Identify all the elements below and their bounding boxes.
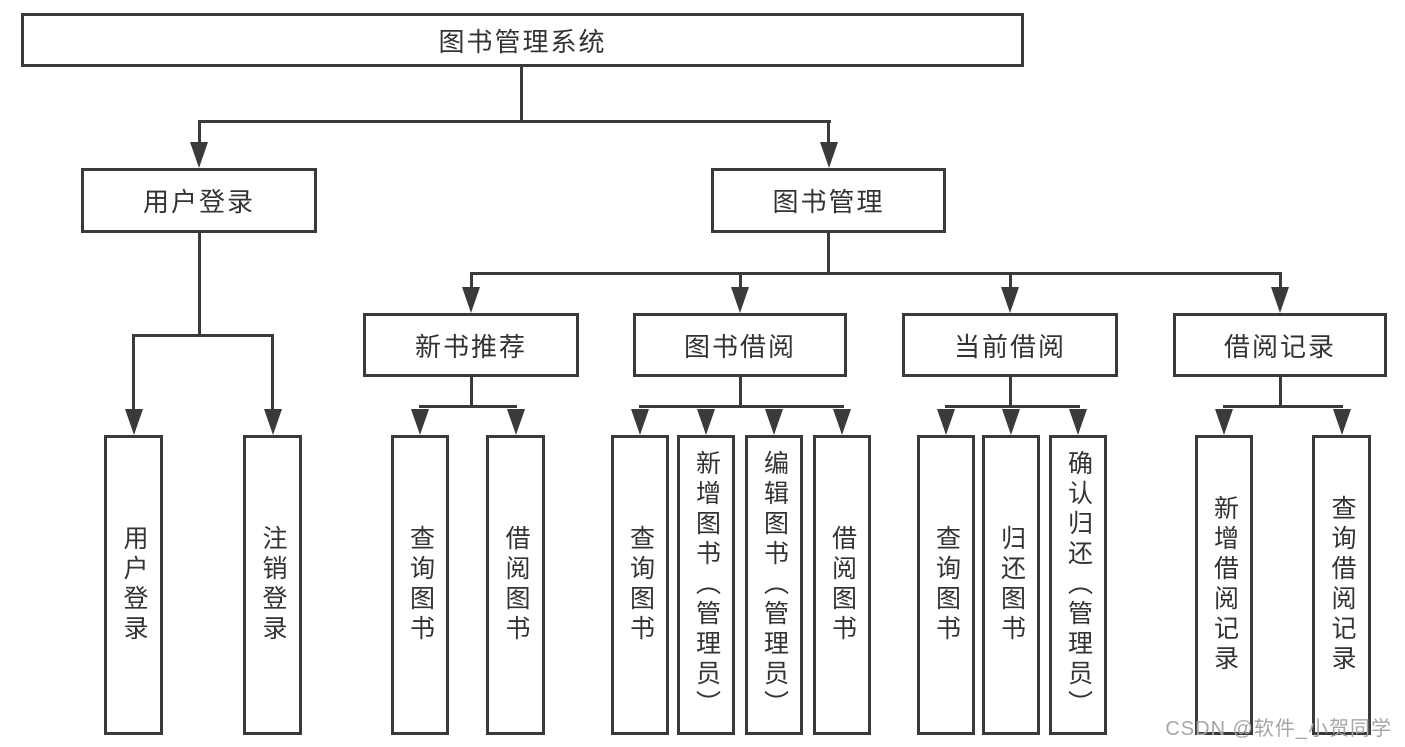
node-label: 当前借阅 — [953, 331, 1066, 362]
connector-line — [827, 233, 830, 274]
connector-line — [519, 65, 523, 122]
node-label: 图书借阅 — [683, 331, 796, 362]
node-label: 新增图书（管理员） — [692, 450, 721, 720]
node-label: 新增借阅记录 — [1210, 495, 1239, 675]
leaf-edit-books-admin: 编辑图书（管理员） — [745, 435, 803, 735]
arrowhead-down-icon — [631, 409, 649, 435]
connector-line — [271, 333, 274, 414]
node-label: 借阅记录 — [1223, 331, 1336, 362]
node-label: 用户登录 — [142, 187, 255, 217]
leaf-confirm-return-admin: 确认归还（管理员） — [1049, 435, 1107, 735]
node-book-borrowing: 图书借阅 — [633, 313, 847, 377]
leaf-logout: 注销登录 — [243, 435, 302, 735]
arrowhead-down-icon — [1271, 287, 1289, 313]
node-label: 查询图书 — [406, 525, 435, 645]
leaf-query-books-borrowing: 查询图书 — [611, 435, 669, 735]
node-label: 确认归还（管理员） — [1064, 450, 1093, 720]
leaf-add-borrow-record: 新增借阅记录 — [1195, 435, 1253, 735]
arrowhead-down-icon — [124, 409, 143, 435]
arrowhead-down-icon — [819, 142, 838, 168]
connector-line — [738, 377, 742, 407]
arrowhead-down-icon — [1333, 409, 1351, 435]
node-label: 用户登录 — [120, 525, 148, 645]
connector-line — [738, 271, 742, 294]
node-library-management-system: 图书管理系统 — [21, 13, 1024, 67]
leaf-return-books: 归还图书 — [982, 435, 1040, 735]
arrowhead-down-icon — [765, 409, 783, 435]
arrowhead-down-icon — [937, 409, 955, 435]
node-label: 图书管理系统 — [438, 26, 607, 57]
connector-line — [1008, 377, 1012, 407]
arrowhead-down-icon — [411, 409, 429, 435]
arrowhead-down-icon — [731, 287, 749, 313]
connector-line — [197, 119, 831, 123]
connector-line — [418, 404, 517, 408]
connector-line — [197, 119, 201, 148]
node-label: 查询图书 — [932, 525, 961, 645]
arrowhead-down-icon — [506, 409, 525, 435]
connector-line — [1222, 404, 1343, 408]
leaf-query-books-current: 查询图书 — [917, 435, 975, 735]
connector-line — [132, 333, 274, 337]
leaf-query-books-recommend: 查询图书 — [391, 435, 449, 735]
node-borrow-records: 借阅记录 — [1173, 313, 1387, 377]
node-label: 借阅图书 — [502, 525, 530, 645]
node-current-borrowing: 当前借阅 — [902, 313, 1118, 377]
connector-line — [469, 377, 473, 407]
connector-line — [1278, 271, 1282, 294]
node-label: 新书推荐 — [414, 331, 527, 362]
arrowhead-down-icon — [1069, 409, 1087, 435]
connector-line — [1278, 377, 1282, 407]
arrowhead-down-icon — [833, 409, 851, 435]
connector-line — [132, 333, 135, 414]
connector-line — [944, 404, 1080, 408]
node-label: 借阅图书 — [828, 525, 857, 645]
leaf-borrow-books: 借阅图书 — [813, 435, 871, 735]
connector-line — [469, 271, 473, 294]
node-label: 编辑图书（管理员） — [760, 450, 789, 720]
leaf-add-books-admin: 新增图书（管理员） — [677, 435, 735, 735]
arrowhead-down-icon — [1215, 409, 1233, 435]
connector-line — [469, 271, 1282, 275]
connector-line — [1008, 271, 1012, 294]
node-label: 图书管理 — [772, 187, 885, 217]
leaf-user-login: 用户登录 — [104, 435, 163, 735]
node-label: 查询图书 — [626, 525, 655, 645]
node-label: 注销登录 — [259, 525, 287, 645]
arrowhead-down-icon — [263, 409, 282, 435]
connector-line — [638, 404, 844, 408]
arrowhead-down-icon — [697, 409, 715, 435]
node-new-book-recommendation: 新书推荐 — [363, 313, 579, 377]
arrowhead-down-icon — [462, 287, 480, 313]
leaf-borrow-books-recommend: 借阅图书 — [486, 435, 545, 735]
node-label: 归还图书 — [997, 525, 1026, 645]
connector-line — [827, 119, 830, 148]
arrowhead-down-icon — [1001, 287, 1019, 313]
arrowhead-down-icon — [1002, 409, 1020, 435]
arrowhead-down-icon — [190, 142, 208, 168]
node-user-login: 用户登录 — [81, 168, 317, 233]
leaf-query-borrow-record: 查询借阅记录 — [1312, 435, 1371, 735]
connector-line — [197, 233, 201, 336]
node-label: 查询借阅记录 — [1328, 495, 1356, 675]
node-book-management: 图书管理 — [711, 168, 946, 233]
watermark-text: CSDN @软件_小贺同学 — [1165, 718, 1392, 740]
